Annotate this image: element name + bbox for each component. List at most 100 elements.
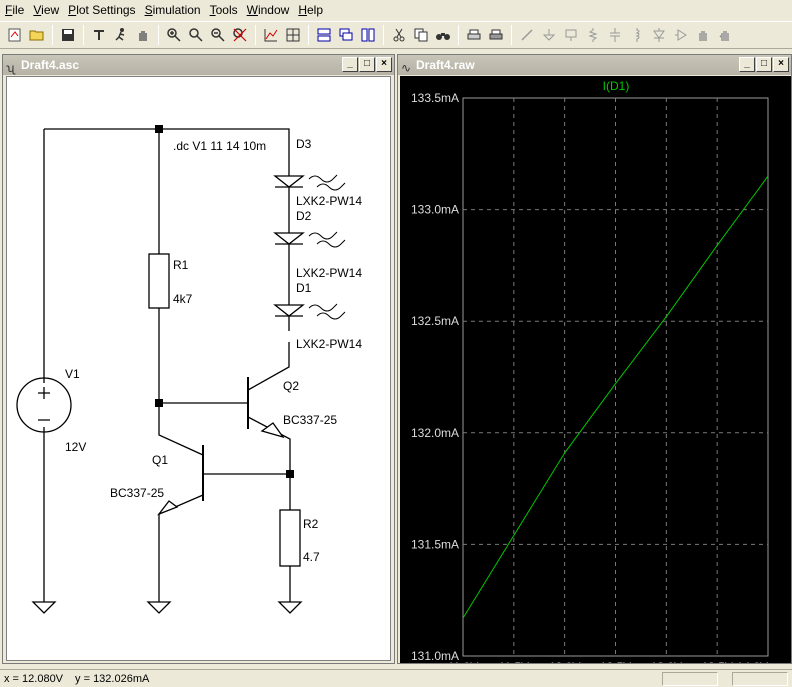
- waveform-doc-icon: ∿: [401, 61, 412, 75]
- toolbar-separator: [255, 25, 256, 45]
- component-icon[interactable]: [670, 24, 692, 46]
- control-panel-icon[interactable]: [88, 24, 110, 46]
- spice-directive: .dc V1 11 14 10m: [173, 139, 266, 153]
- schematic-window-title: Draft4.asc: [21, 58, 80, 72]
- menu-window[interactable]: Window: [246, 3, 290, 17]
- schematic-drawing: .dc V1 11 14 10m D3 LXK2-PW14 D2 LXK2-PW…: [16, 125, 362, 614]
- y-axis-ticks: 131.0mA131.5mA132.0mA132.5mA133.0mA133.5…: [411, 91, 459, 663]
- minimize-button[interactable]: _: [739, 57, 755, 72]
- toolbar-separator: [83, 25, 84, 45]
- save-icon[interactable]: [57, 24, 79, 46]
- menu-help[interactable]: Help: [298, 3, 323, 17]
- grid-icon[interactable]: [282, 24, 304, 46]
- cut-icon[interactable]: [388, 24, 410, 46]
- x-tick-label: 13.0V: [651, 660, 682, 663]
- menu-view[interactable]: View: [33, 3, 60, 17]
- drag-icon[interactable]: [714, 24, 736, 46]
- y-tick-label: 133.5mA: [411, 91, 459, 105]
- y-tick-label: 133.0mA: [411, 203, 459, 217]
- move-icon[interactable]: [692, 24, 714, 46]
- wires: [43, 128, 291, 602]
- zoom-cancel-icon[interactable]: [229, 24, 251, 46]
- waveform-plot: I(D1) 131.0mA131.5mA132.0mA132.5mA133.0m…: [411, 79, 769, 674]
- print-icon[interactable]: [485, 24, 507, 46]
- cascade-icon[interactable]: [335, 24, 357, 46]
- close-button[interactable]: ×: [773, 57, 789, 72]
- print-setup-icon[interactable]: [463, 24, 485, 46]
- open-icon[interactable]: [26, 24, 48, 46]
- led-d1: [273, 303, 346, 320]
- y-tick-label: 132.0mA: [411, 426, 459, 440]
- resistor-icon[interactable]: [582, 24, 604, 46]
- x-tick-label: 12.5V: [600, 660, 631, 663]
- capacitor-icon[interactable]: [604, 24, 626, 46]
- plot-grid: [463, 98, 768, 656]
- schematic-doc-icon: ʯ: [6, 61, 15, 75]
- plot-window-title: Draft4.raw: [416, 58, 475, 72]
- led-d3: [273, 174, 346, 191]
- d3-name-label: D3: [296, 137, 312, 151]
- schematic-window-titlebar[interactable]: ʯ Draft4.asc: [3, 55, 394, 75]
- transistor-q1: [157, 445, 204, 516]
- tile-vertical-icon[interactable]: [357, 24, 379, 46]
- close-button[interactable]: ×: [376, 57, 392, 72]
- voltage-source-v1: [16, 377, 72, 433]
- ground-icon[interactable]: [538, 24, 560, 46]
- inductor-icon[interactable]: [626, 24, 648, 46]
- zoom-in-icon[interactable]: [163, 24, 185, 46]
- label-icon[interactable]: [560, 24, 582, 46]
- diode-icon[interactable]: [648, 24, 670, 46]
- menu-simulation[interactable]: Simulation: [144, 3, 201, 17]
- plot-window-titlebar[interactable]: ∿ Draft4.raw: [398, 55, 791, 75]
- ground-symbols: [31, 601, 303, 614]
- d3-model-label: LXK2-PW14: [296, 194, 362, 208]
- menu-file[interactable]: File: [5, 3, 25, 17]
- toolbar-separator: [383, 25, 384, 45]
- schematic-canvas[interactable]: .dc V1 11 14 10m D3 LXK2-PW14 D2 LXK2-PW…: [6, 76, 391, 661]
- trace-label: I(D1): [603, 79, 630, 93]
- toolbar-separator: [308, 25, 309, 45]
- copy-icon[interactable]: [410, 24, 432, 46]
- zoom-area-icon[interactable]: [185, 24, 207, 46]
- r1-name-label: R1: [173, 258, 189, 272]
- junction-dot: [155, 399, 163, 407]
- q2-model-label: BC337-25: [283, 413, 337, 427]
- maximize-button[interactable]: □: [359, 57, 375, 72]
- status-bar: x = 12.080V y = 132.026mA: [0, 669, 792, 687]
- maximize-button[interactable]: □: [756, 57, 772, 72]
- toolbar: [0, 21, 792, 49]
- toolbar-separator: [511, 25, 512, 45]
- trace-i-d1: [462, 175, 769, 619]
- status-panel: [732, 671, 788, 686]
- v1-name-label: V1: [65, 367, 80, 381]
- junction-dot: [286, 470, 294, 478]
- led-d2: [273, 231, 346, 248]
- y-tick-label: 132.5mA: [411, 314, 459, 328]
- find-icon[interactable]: [432, 24, 454, 46]
- resistor-r2: [279, 509, 301, 567]
- x-tick-label: 12.0V: [549, 660, 580, 663]
- d1-model-label: LXK2-PW14: [296, 337, 362, 351]
- tile-horizontal-icon[interactable]: [313, 24, 335, 46]
- autorange-icon[interactable]: [260, 24, 282, 46]
- schematic-window: ʯ Draft4.asc _ □ ×: [2, 54, 395, 664]
- menu-tools[interactable]: Tools: [209, 3, 238, 17]
- minimize-button[interactable]: _: [342, 57, 358, 72]
- menu-plot-settings[interactable]: Plot Settings: [68, 3, 136, 17]
- run-icon[interactable]: [110, 24, 132, 46]
- y-readout: y = 132.026mA: [75, 672, 150, 685]
- q1-name-label: Q1: [152, 453, 168, 467]
- toolbar-separator: [158, 25, 159, 45]
- new-schematic-icon[interactable]: [4, 24, 26, 46]
- pan-icon[interactable]: [132, 24, 154, 46]
- x-tick-label: 11.0V: [448, 660, 478, 663]
- y-tick-label: 131.0mA: [411, 649, 459, 663]
- x-axis-ticks: 11.0V11.5V12.0V12.5V13.0V13.5V14.0V: [448, 660, 768, 674]
- q1-model-label: BC337-25: [110, 486, 164, 500]
- x-readout: x = 12.080V: [4, 672, 64, 685]
- wire-icon[interactable]: [516, 24, 538, 46]
- status-panel: [662, 671, 718, 686]
- toolbar-separator: [458, 25, 459, 45]
- zoom-out-icon[interactable]: [207, 24, 229, 46]
